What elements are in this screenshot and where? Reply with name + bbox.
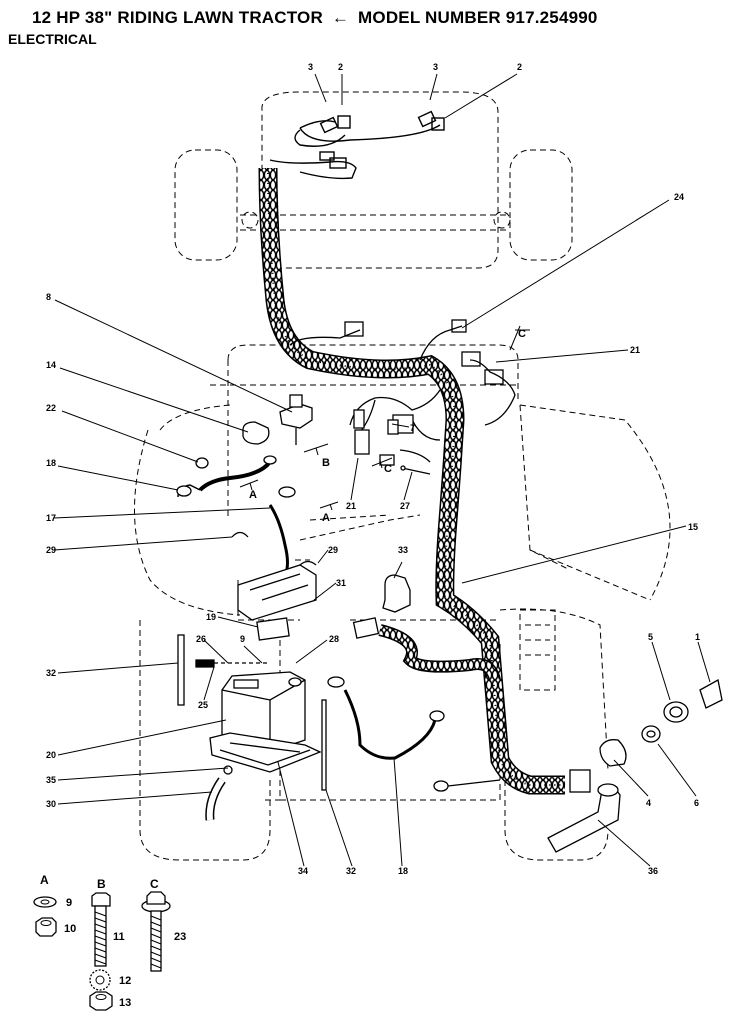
bolt-thread-icon xyxy=(150,915,162,969)
coiled-cable xyxy=(378,624,501,682)
callout-label: 5 xyxy=(648,632,653,642)
leader-lines xyxy=(53,73,711,867)
callout-label: 3 xyxy=(308,62,313,72)
callout-label: 8 xyxy=(46,292,51,302)
battery-cables xyxy=(176,455,501,792)
callout-label: 4 xyxy=(646,798,651,808)
diagram-title: 12 HP 38" RIDING LAWN TRACTOR ← MODEL NU… xyxy=(32,8,598,28)
section-letter-c: C xyxy=(384,463,392,475)
legend-part-number: 13 xyxy=(119,997,131,1009)
callout-label: 25 xyxy=(198,700,208,710)
callout-numbers: 3 2 3 2 24 8 14 22 18 17 29 29 33 31 19 … xyxy=(46,62,700,876)
callout-label: 20 xyxy=(46,750,56,760)
legend-part-number: 23 xyxy=(174,931,186,943)
arrow-icon: ← xyxy=(331,8,350,27)
callout-label: 3 xyxy=(433,62,438,72)
lock-washer-hole-icon xyxy=(95,975,105,985)
legend-letter-b: B xyxy=(97,877,106,891)
headlight-harness xyxy=(269,110,445,180)
bolt-shank-icon xyxy=(150,910,162,972)
legend-part-number: 9 xyxy=(66,897,72,909)
legend-letter-a: A xyxy=(40,873,49,887)
switch-boot xyxy=(547,783,621,853)
callout-label: 36 xyxy=(648,866,658,876)
model-number: MODEL NUMBER 917.254990 xyxy=(358,8,598,27)
section-title: ELECTRICAL xyxy=(8,31,97,47)
legend-part-number: 12 xyxy=(119,975,131,987)
callout-label: 21 xyxy=(630,345,640,355)
bolt-thread-icon xyxy=(94,911,107,965)
callout-label: 9 xyxy=(240,634,245,644)
callout-label: 21 xyxy=(346,501,356,511)
bolt-head-icon xyxy=(146,891,166,905)
callout-label: 1 xyxy=(695,632,700,642)
section-markers xyxy=(239,443,393,511)
harness-branches xyxy=(289,319,516,463)
callout-label: 18 xyxy=(46,458,56,468)
bolt-head-icon xyxy=(91,892,111,907)
callout-label: 2 xyxy=(517,62,522,72)
section-letter-b: B xyxy=(322,457,330,469)
tractor-title: 12 HP 38" RIDING LAWN TRACTOR xyxy=(32,8,323,27)
callout-label: 22 xyxy=(46,403,56,413)
callout-label: 18 xyxy=(398,866,408,876)
nut-hole-icon xyxy=(95,994,107,1000)
tractor-outline xyxy=(134,91,671,861)
callout-label: 24 xyxy=(674,192,684,202)
callout-label: 2 xyxy=(338,62,343,72)
callout-label: 34 xyxy=(298,866,308,876)
hardware-legend: A 9 10 B 11 12 13 C 23 xyxy=(33,873,186,1011)
callout-label: 27 xyxy=(400,501,410,511)
callout-label: 33 xyxy=(398,545,408,555)
callout-label: 32 xyxy=(346,866,356,876)
legend-part-number: 11 xyxy=(113,931,125,943)
nut-icon xyxy=(89,991,113,1011)
callout-label: 32 xyxy=(46,668,56,678)
section-letter-a: A xyxy=(322,512,330,524)
battery-assembly xyxy=(177,564,327,821)
callout-label: 35 xyxy=(46,775,56,785)
legend-part-number: 10 xyxy=(64,923,76,935)
callout-label: 26 xyxy=(196,634,206,644)
callout-label: 6 xyxy=(694,798,699,808)
callout-label: 29 xyxy=(46,545,56,555)
callout-label: 30 xyxy=(46,799,56,809)
callout-label: 14 xyxy=(46,360,56,370)
callout-label: 7 xyxy=(410,423,415,433)
callout-label: 15 xyxy=(688,522,698,532)
legend-letter-c: C xyxy=(150,877,159,891)
switches xyxy=(242,394,723,793)
callout-label: 19 xyxy=(206,612,216,622)
main-wire-harness xyxy=(258,167,565,795)
callout-label: 29 xyxy=(328,545,338,555)
callout-label: 31 xyxy=(336,578,346,588)
callout-label: 28 xyxy=(329,634,339,644)
callout-label: 17 xyxy=(46,513,56,523)
section-letter-a: A xyxy=(249,489,257,501)
washer-hole-icon xyxy=(40,899,50,905)
section-letter-c: C xyxy=(518,328,526,340)
nut-hole-icon xyxy=(40,920,52,926)
